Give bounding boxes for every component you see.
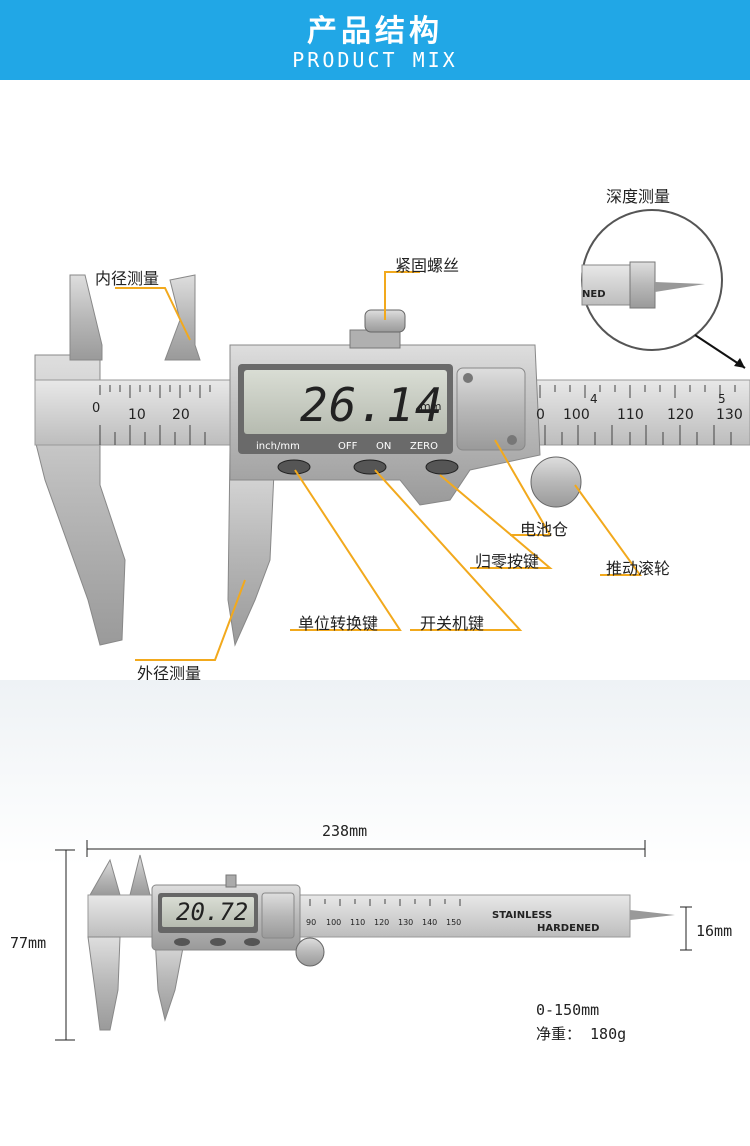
small-scale-140: 140 bbox=[422, 918, 438, 927]
label-battery: 电池仓 bbox=[520, 520, 569, 539]
depth-tag: NED bbox=[582, 289, 606, 300]
dimension-diagram bbox=[55, 840, 692, 1041]
dim-tip: 16mm bbox=[696, 922, 733, 940]
label-unit-key: 单位转换键 bbox=[298, 614, 379, 633]
label-inner-measure: 内径测量 bbox=[95, 269, 160, 288]
lock-screw-stem bbox=[349, 329, 401, 349]
leader-lines bbox=[115, 271, 642, 661]
depth-arrow-head bbox=[734, 358, 745, 368]
scale-right-110: 110 bbox=[617, 407, 644, 423]
battery-cover bbox=[456, 367, 526, 451]
zero-button-shape bbox=[425, 459, 459, 475]
btn-caption-off: OFF bbox=[338, 441, 358, 452]
spec-range: 0-150mm bbox=[536, 1001, 600, 1019]
inch-mark-4: 4 bbox=[590, 392, 598, 406]
small-engraving-1: STAINLESS bbox=[492, 910, 553, 921]
scale-left-0: 0 bbox=[92, 401, 101, 416]
lcd-unit: mm bbox=[420, 400, 442, 413]
label-depth-measure: 深度测量 bbox=[606, 187, 671, 206]
thumb-wheel-shape bbox=[530, 456, 582, 508]
small-scale-130: 130 bbox=[398, 918, 414, 927]
lcd-screen bbox=[244, 370, 447, 434]
small-engraving-2: HARDENED bbox=[537, 923, 600, 934]
scale-left-20: 20 bbox=[172, 407, 190, 423]
dim-height: 77mm bbox=[10, 934, 47, 952]
scale-right-130: 130 bbox=[716, 407, 743, 423]
battery-screw-bottom bbox=[507, 435, 517, 445]
spec-weight: 净重： 180g bbox=[536, 1025, 627, 1043]
title-en: PRODUCT MIX bbox=[292, 48, 458, 72]
depth-inset-end bbox=[629, 261, 656, 309]
small-scale-150: 150 bbox=[446, 918, 462, 927]
scale-right-120: 120 bbox=[667, 407, 694, 423]
inner-jaw-right bbox=[164, 274, 201, 361]
caliper-diagram bbox=[34, 209, 750, 661]
label-power-key: 开关机键 bbox=[420, 614, 485, 633]
scale-left bbox=[99, 385, 211, 445]
label-outer-measure: 外径测量 bbox=[137, 664, 202, 683]
label-zero-key: 归零按键 bbox=[475, 552, 540, 571]
inner-jaw-left bbox=[69, 274, 103, 361]
unit-button-shape bbox=[277, 459, 311, 475]
depth-inset-rod bbox=[655, 282, 705, 292]
label-thumb-wheel: 推动滚轮 bbox=[606, 559, 671, 578]
title-cn: 产品结构 bbox=[307, 14, 443, 49]
scale-right bbox=[539, 385, 736, 445]
btn-caption-on: ON bbox=[376, 441, 392, 452]
lcd-reading: 26.14 bbox=[300, 378, 444, 432]
scale-left-10: 10 bbox=[128, 407, 146, 423]
btn-caption-zero: ZERO bbox=[410, 441, 438, 452]
scale-right-100: 100 bbox=[563, 407, 590, 423]
label-lock-screw: 紧固螺丝 bbox=[395, 256, 460, 275]
battery-screw-top bbox=[463, 373, 473, 383]
inch-mark-5: 5 bbox=[718, 392, 726, 406]
small-scale-110: 110 bbox=[350, 918, 366, 927]
small-lcd-reading: 20.72 bbox=[176, 898, 249, 926]
small-scale-120: 120 bbox=[374, 918, 390, 927]
btn-caption-unit: inch/mm bbox=[256, 441, 300, 452]
header-banner: 产品结构 PRODUCT MIX bbox=[0, 0, 750, 80]
scale-right-0: 0 bbox=[536, 407, 545, 423]
small-scale-90: 90 bbox=[306, 918, 317, 927]
small-scale-100: 100 bbox=[326, 918, 342, 927]
dim-length: 238mm bbox=[322, 822, 368, 840]
power-button-shape bbox=[353, 459, 387, 475]
